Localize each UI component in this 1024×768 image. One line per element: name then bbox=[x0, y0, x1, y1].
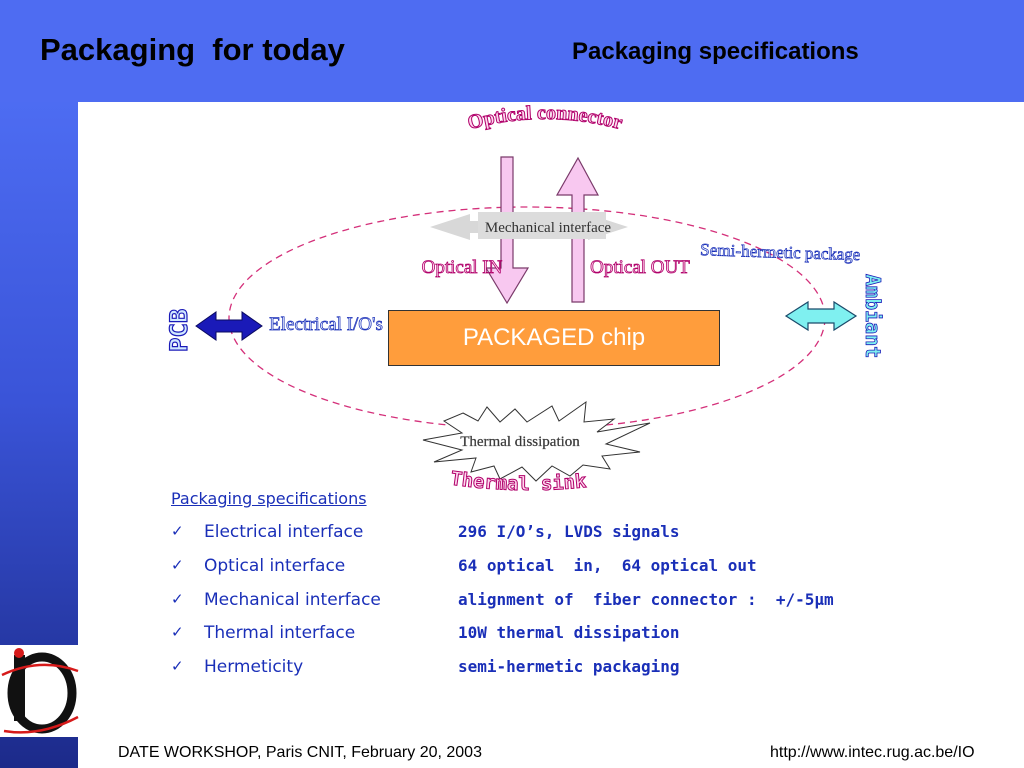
optical-connector-text: Optical connector bbox=[465, 101, 625, 134]
thermal-burst-icon bbox=[422, 400, 651, 482]
mechanical-interface-box bbox=[478, 212, 606, 239]
spec-row: ✓ Electrical interface 296 I/O’s, LVDS s… bbox=[171, 522, 871, 544]
io-logo bbox=[0, 645, 82, 737]
spec-name: Electrical interface bbox=[204, 522, 364, 542]
specs-heading: Packaging specifications bbox=[171, 489, 367, 508]
pcb-label: PCB bbox=[165, 309, 193, 352]
spec-name: Thermal interface bbox=[204, 623, 356, 643]
ambiant-label: Ambiant bbox=[861, 274, 885, 358]
optical-connector-label: Optical connector bbox=[465, 102, 624, 134]
optical-in-label: Optical IN bbox=[422, 257, 503, 278]
spec-name: Optical interface bbox=[204, 556, 346, 576]
footer-url[interactable]: http://www.intec.rug.ac.be/IO bbox=[770, 744, 975, 761]
checkmark-icon: ✓ bbox=[171, 556, 184, 574]
spec-value: 10W thermal dissipation bbox=[458, 623, 680, 642]
thermal-sink-label: Thermal sink bbox=[449, 468, 588, 496]
electrical-ios-label: Electrical I/O's bbox=[269, 314, 383, 335]
spec-row: ✓ Thermal interface 10W thermal dissipat… bbox=[171, 623, 871, 645]
packaged-chip-label: PACKAGED chip bbox=[462, 324, 646, 351]
ambiant-arrow-icon bbox=[784, 300, 858, 332]
spec-value: 296 I/O’s, LVDS signals bbox=[458, 522, 680, 541]
packaged-chip-box: PACKAGED chip bbox=[388, 310, 720, 366]
semi-hermetic-label: Semi-hermetic package bbox=[700, 240, 861, 264]
spec-value: alignment of fiber connector : +/-5µm bbox=[458, 590, 834, 609]
mechanical-interface-label: Mechanical interface bbox=[485, 220, 612, 236]
checkmark-icon: ✓ bbox=[171, 623, 184, 641]
spec-row: ✓ Mechanical interface alignment of fibe… bbox=[171, 590, 871, 612]
checkmark-icon: ✓ bbox=[171, 522, 184, 540]
slide-title: Packaging for today bbox=[40, 32, 345, 67]
spec-row: ✓ Optical interface 64 optical in, 64 op… bbox=[171, 556, 871, 578]
spec-name: Hermeticity bbox=[204, 657, 304, 677]
thermal-dissipation-label: Thermal dissipation bbox=[460, 434, 580, 450]
spec-value: semi-hermetic packaging bbox=[458, 657, 680, 676]
optical-out-label: Optical OUT bbox=[590, 257, 690, 278]
header-band bbox=[0, 0, 1024, 102]
thermal-sink-text: Thermal sink bbox=[449, 467, 589, 496]
spec-name: Mechanical interface bbox=[204, 590, 381, 610]
checkmark-icon: ✓ bbox=[171, 590, 184, 608]
checkmark-icon: ✓ bbox=[171, 657, 184, 675]
spec-value: 64 optical in, 64 optical out bbox=[458, 556, 757, 575]
pcb-arrow-icon bbox=[195, 311, 263, 341]
footer-band bbox=[78, 739, 1024, 768]
slide-subtitle: Packaging specifications bbox=[572, 38, 859, 65]
footer-event: DATE WORKSHOP, Paris CNIT, February 20, … bbox=[118, 744, 482, 761]
semi-hermetic-text: Semi-hermetic package bbox=[700, 240, 861, 265]
spec-row: ✓ Hermeticity semi-hermetic packaging bbox=[171, 657, 871, 679]
